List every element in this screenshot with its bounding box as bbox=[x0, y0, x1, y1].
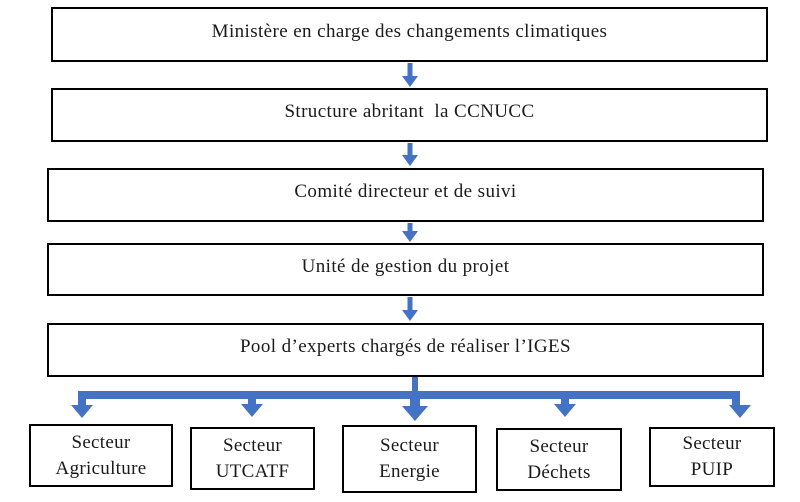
down-arrow-icon bbox=[241, 404, 263, 417]
box-structure-ccnucc-label: Structure abritant la CCNUCC bbox=[284, 101, 535, 122]
box-ministere: Ministère en charge des changements clim… bbox=[51, 7, 768, 62]
box-structure-ccnucc: Structure abritant la CCNUCC bbox=[51, 88, 768, 142]
box-secteur-agriculture: Secteur Agriculture bbox=[29, 424, 173, 487]
box-comite-directeur: Comité directeur et de suivi bbox=[47, 168, 764, 222]
box-unite-gestion-label: Unité de gestion du projet bbox=[301, 255, 510, 277]
arrow-stem bbox=[407, 63, 413, 78]
arrow-head bbox=[402, 310, 418, 321]
arrow-head bbox=[402, 231, 418, 242]
sector-name: Energie bbox=[379, 461, 440, 482]
sector-word: Secteur bbox=[71, 431, 131, 453]
arrow-stem bbox=[407, 297, 413, 312]
down-arrow-icon bbox=[402, 63, 418, 87]
branch-connector-bar bbox=[78, 391, 740, 399]
arrow-head bbox=[402, 155, 418, 166]
sector-word: Secteur bbox=[222, 434, 283, 456]
sector-word: Secteur bbox=[379, 435, 440, 456]
sector-name: PUIP bbox=[690, 459, 734, 480]
connector-left-elbow bbox=[78, 391, 86, 406]
box-secteur-dechets: Secteur Déchets bbox=[496, 428, 622, 491]
box-pool-experts-label: Pool d’experts chargés de réaliser l’IGE… bbox=[239, 336, 572, 357]
box-ministere-label: Ministère en charge des changements clim… bbox=[211, 20, 608, 42]
box-secteur-energie: Secteur Energie bbox=[342, 425, 477, 493]
sector-word: Secteur bbox=[682, 433, 742, 454]
box-unite-gestion: Unité de gestion du projet bbox=[47, 243, 764, 296]
down-arrow-icon bbox=[402, 406, 428, 421]
connector-right-elbow bbox=[732, 391, 740, 406]
connector-feed-stem bbox=[412, 377, 418, 392]
box-secteur-puip: Secteur PUIP bbox=[649, 427, 775, 487]
arrow-head bbox=[402, 76, 418, 87]
down-arrow-icon bbox=[554, 404, 576, 417]
down-arrow-icon bbox=[402, 223, 418, 242]
box-secteur-utcatf: Secteur UTCATF bbox=[190, 427, 315, 490]
branch-stem bbox=[561, 398, 569, 406]
down-arrow-icon bbox=[729, 405, 751, 418]
down-arrow-icon bbox=[402, 297, 418, 321]
down-arrow-icon bbox=[402, 143, 418, 166]
arrow-stem bbox=[407, 223, 413, 233]
sector-name: Déchets bbox=[527, 461, 591, 483]
down-arrow-icon bbox=[71, 405, 93, 418]
sector-name: Agriculture bbox=[55, 457, 147, 479]
arrow-stem bbox=[407, 143, 413, 157]
branch-stem bbox=[248, 398, 256, 406]
branch-stem bbox=[410, 398, 420, 408]
sector-name: UTCATF bbox=[215, 460, 290, 482]
box-pool-experts: Pool d’experts chargés de réaliser l’IGE… bbox=[47, 323, 764, 377]
sector-word: Secteur bbox=[529, 435, 589, 457]
box-comite-directeur-label: Comité directeur et de suivi bbox=[294, 181, 517, 202]
